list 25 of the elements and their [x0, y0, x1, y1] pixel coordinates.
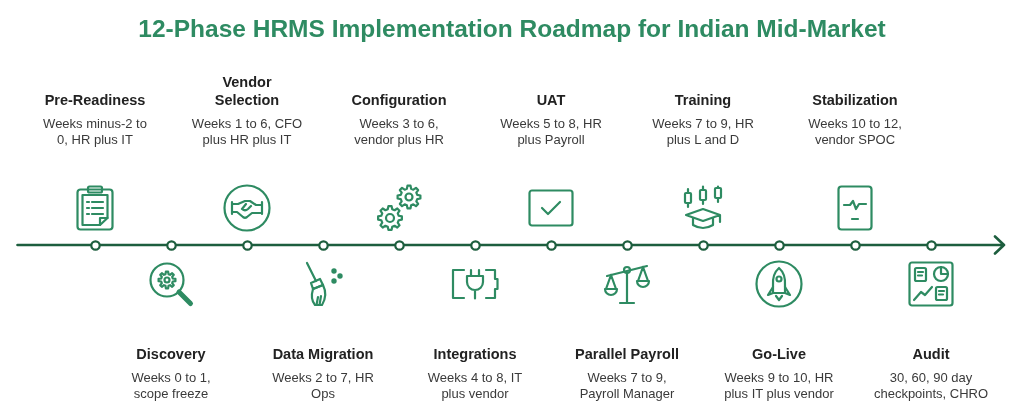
phase-description: Weeks 4 to 8, IT plus vendor: [426, 370, 524, 402]
phase-description: Weeks 10 to 12, vendor SPOC: [807, 116, 903, 148]
phase-title: Go-Live: [752, 345, 806, 363]
phase-title: Integrations: [433, 345, 517, 363]
phase-title: Pre-Readiness: [44, 91, 146, 109]
phase-title: Discovery: [136, 345, 206, 363]
phase-title: Training: [674, 91, 732, 109]
diagram-title: 12-Phase HRMS Implementation Roadmap for Indian Mid-Market: [138, 15, 886, 43]
phase-description: Weeks 0 to 1, scope freeze: [130, 370, 212, 402]
phase-description: Weeks 2 to 7, HR Ops: [271, 370, 375, 402]
phase-description: Weeks 1 to 6, CFO plus HR plus IT: [190, 116, 304, 148]
phase-title: Configuration: [351, 91, 447, 109]
phase-title: Audit: [912, 345, 950, 363]
phase-description: Weeks 9 to 10, HR plus IT plus vendor: [723, 370, 835, 402]
phase-title: Data Migration: [272, 345, 374, 363]
phase-description: Weeks 5 to 8, HR plus Payroll: [499, 116, 603, 148]
phase-description: Weeks minus-2 to 0, HR plus IT: [42, 116, 148, 148]
phase-description: 30, 60, 90 day checkpoints, CHRO: [873, 370, 989, 402]
phase-description: Weeks 7 to 9, Payroll Manager: [578, 370, 676, 402]
phase-description: Weeks 3 to 6, vendor plus HR: [353, 116, 445, 148]
phase-title: Stabilization: [812, 91, 898, 109]
phase-title: Vendor Selection: [213, 73, 281, 109]
phase-title: Parallel Payroll: [575, 345, 679, 363]
phase-description: Weeks 7 to 9, HR plus L and D: [651, 116, 755, 148]
phase-title: UAT: [536, 91, 566, 109]
